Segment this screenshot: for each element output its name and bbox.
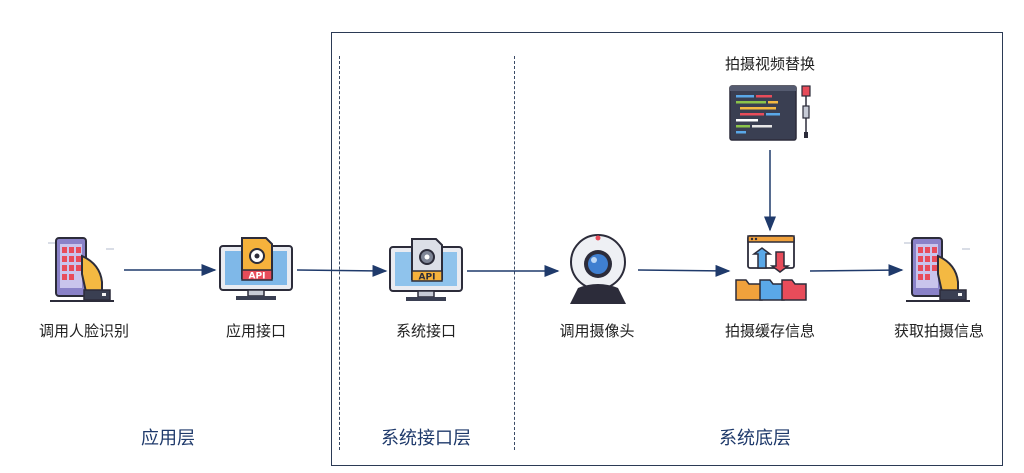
webcam-icon [570, 234, 626, 304]
phone-hand-icon [904, 237, 970, 302]
phone-hand-icon [48, 237, 114, 302]
arrow-camera-to-cache [637, 264, 731, 277]
layer-label-app: 应用层 [141, 428, 195, 449]
node-label-get-capture-info: 获取拍摄信息 [893, 322, 985, 340]
node-label-call-camera: 调用摄像头 [559, 322, 635, 340]
node-label-app-interface: 应用接口 [225, 322, 287, 340]
layer-label-system-base: 系统底层 [719, 428, 791, 449]
node-label-capture-cache: 拍摄缓存信息 [724, 322, 816, 340]
system-layer-frame [331, 32, 1003, 466]
monitor-api-icon: API [389, 238, 463, 301]
code-injection-icon [729, 85, 811, 141]
node-label-system-interface: 系统接口 [395, 322, 457, 340]
node-label-face-recognition: 调用人脸识别 [38, 322, 130, 340]
layer-label-system-interface: 系统接口层 [381, 428, 471, 449]
cache-folders-icon [735, 235, 807, 301]
arrow-app-to-system [296, 264, 388, 277]
node-label-video-replace: 拍摄视频替换 [724, 55, 816, 73]
divider-middle [514, 56, 515, 450]
monitor-api-icon: API [219, 237, 293, 300]
api-badge-text: API [249, 272, 266, 282]
divider-left [339, 56, 340, 450]
api-badge-text: API [419, 273, 436, 283]
arrow-cache-to-get [809, 264, 904, 277]
